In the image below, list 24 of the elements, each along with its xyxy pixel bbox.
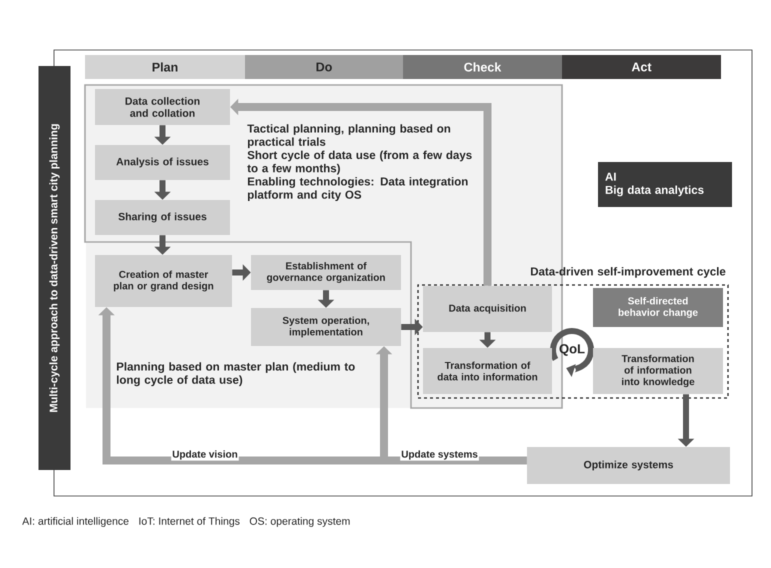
title-band: Multi-cycle approach to data-driven smart city planning	[38, 66, 70, 470]
edge-label: Update vision	[171, 449, 239, 461]
process-box: Transformation of information into knowledge	[593, 348, 723, 394]
phase-band: Plan	[85, 55, 245, 79]
process-box: Establishment of governance organization	[251, 255, 401, 290]
footnote: AI: artificial intelligence	[22, 517, 128, 527]
node-label: QoL	[560, 344, 585, 356]
footnote: OS: operating system	[250, 517, 350, 527]
technology-box: AI Big data analytics	[598, 162, 732, 207]
process-box: Transformation of data into information	[423, 348, 552, 394]
process-box: Optimize systems	[527, 447, 730, 484]
process-box: System operation, implementation	[251, 308, 401, 346]
process-box: Analysis of issues	[95, 145, 230, 180]
edge-label: Update systems	[400, 449, 479, 461]
node-label: Data-driven self-improvement cycle	[531, 267, 726, 278]
process-box: Data acquisition	[423, 286, 552, 332]
process-box: Self-directed behavior change	[593, 288, 723, 327]
phase-band: Act	[562, 55, 721, 79]
process-box: Sharing of issues	[95, 200, 230, 235]
phase-band: Do	[245, 55, 403, 79]
phase-band: Check	[403, 55, 562, 79]
process-box: Creation of master plan or grand design	[95, 255, 232, 307]
process-box: Data collection and collation	[95, 89, 230, 125]
footnote: IoT: Internet of Things	[139, 517, 240, 527]
